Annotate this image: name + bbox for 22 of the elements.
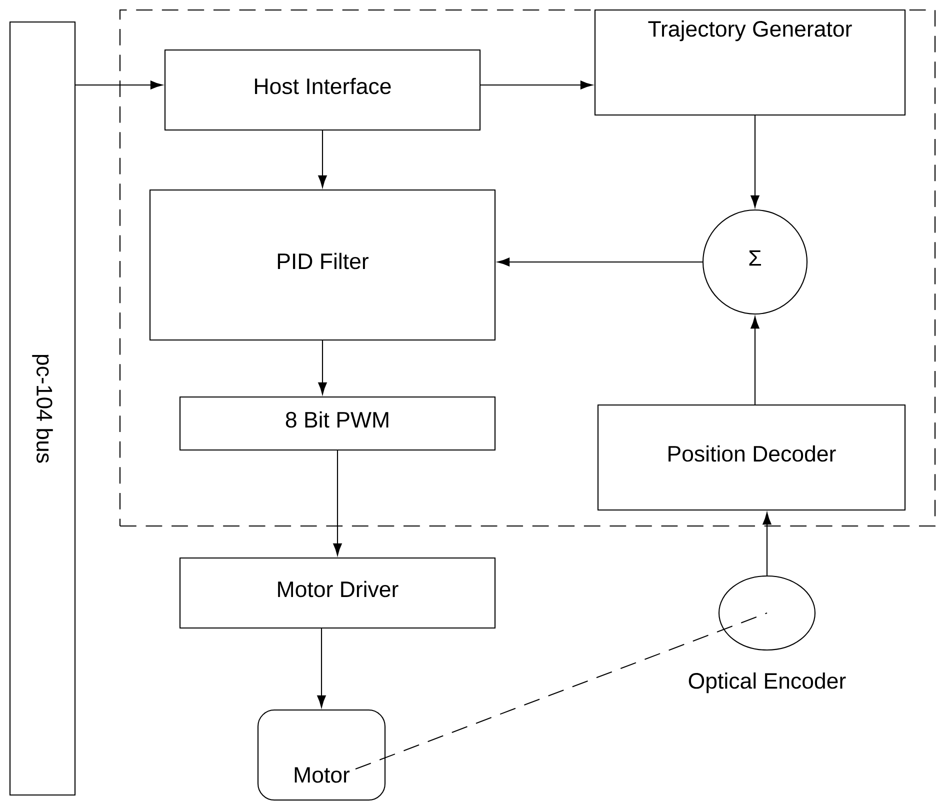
- arrow: [750, 116, 760, 208]
- bus-bar: pc-104 bus: [9, 21, 76, 796]
- process-box: Position Decoder: [597, 404, 906, 511]
- arrow: [318, 340, 327, 395]
- motor-box: Motor: [257, 709, 386, 801]
- arrow: [76, 80, 163, 90]
- chip-boundary: [119, 9, 936, 527]
- summing-junction: Σ: [702, 209, 808, 315]
- process-box: PID Filter: [149, 189, 496, 341]
- dashed-line: [355, 612, 768, 770]
- arrow: [318, 130, 327, 188]
- arrow: [317, 628, 326, 708]
- arrow: [480, 80, 593, 90]
- process-box: Trajectory Generator: [594, 9, 906, 116]
- arrow: [497, 258, 702, 266]
- arrow: [750, 316, 760, 404]
- node-label: Optical Encoder: [688, 672, 846, 694]
- arrow: [333, 450, 342, 556]
- process-box: Host Interface: [164, 49, 481, 131]
- process-box: Motor Driver: [179, 557, 496, 629]
- arrow: [762, 512, 772, 576]
- process-box: 8 Bit PWM: [179, 396, 496, 451]
